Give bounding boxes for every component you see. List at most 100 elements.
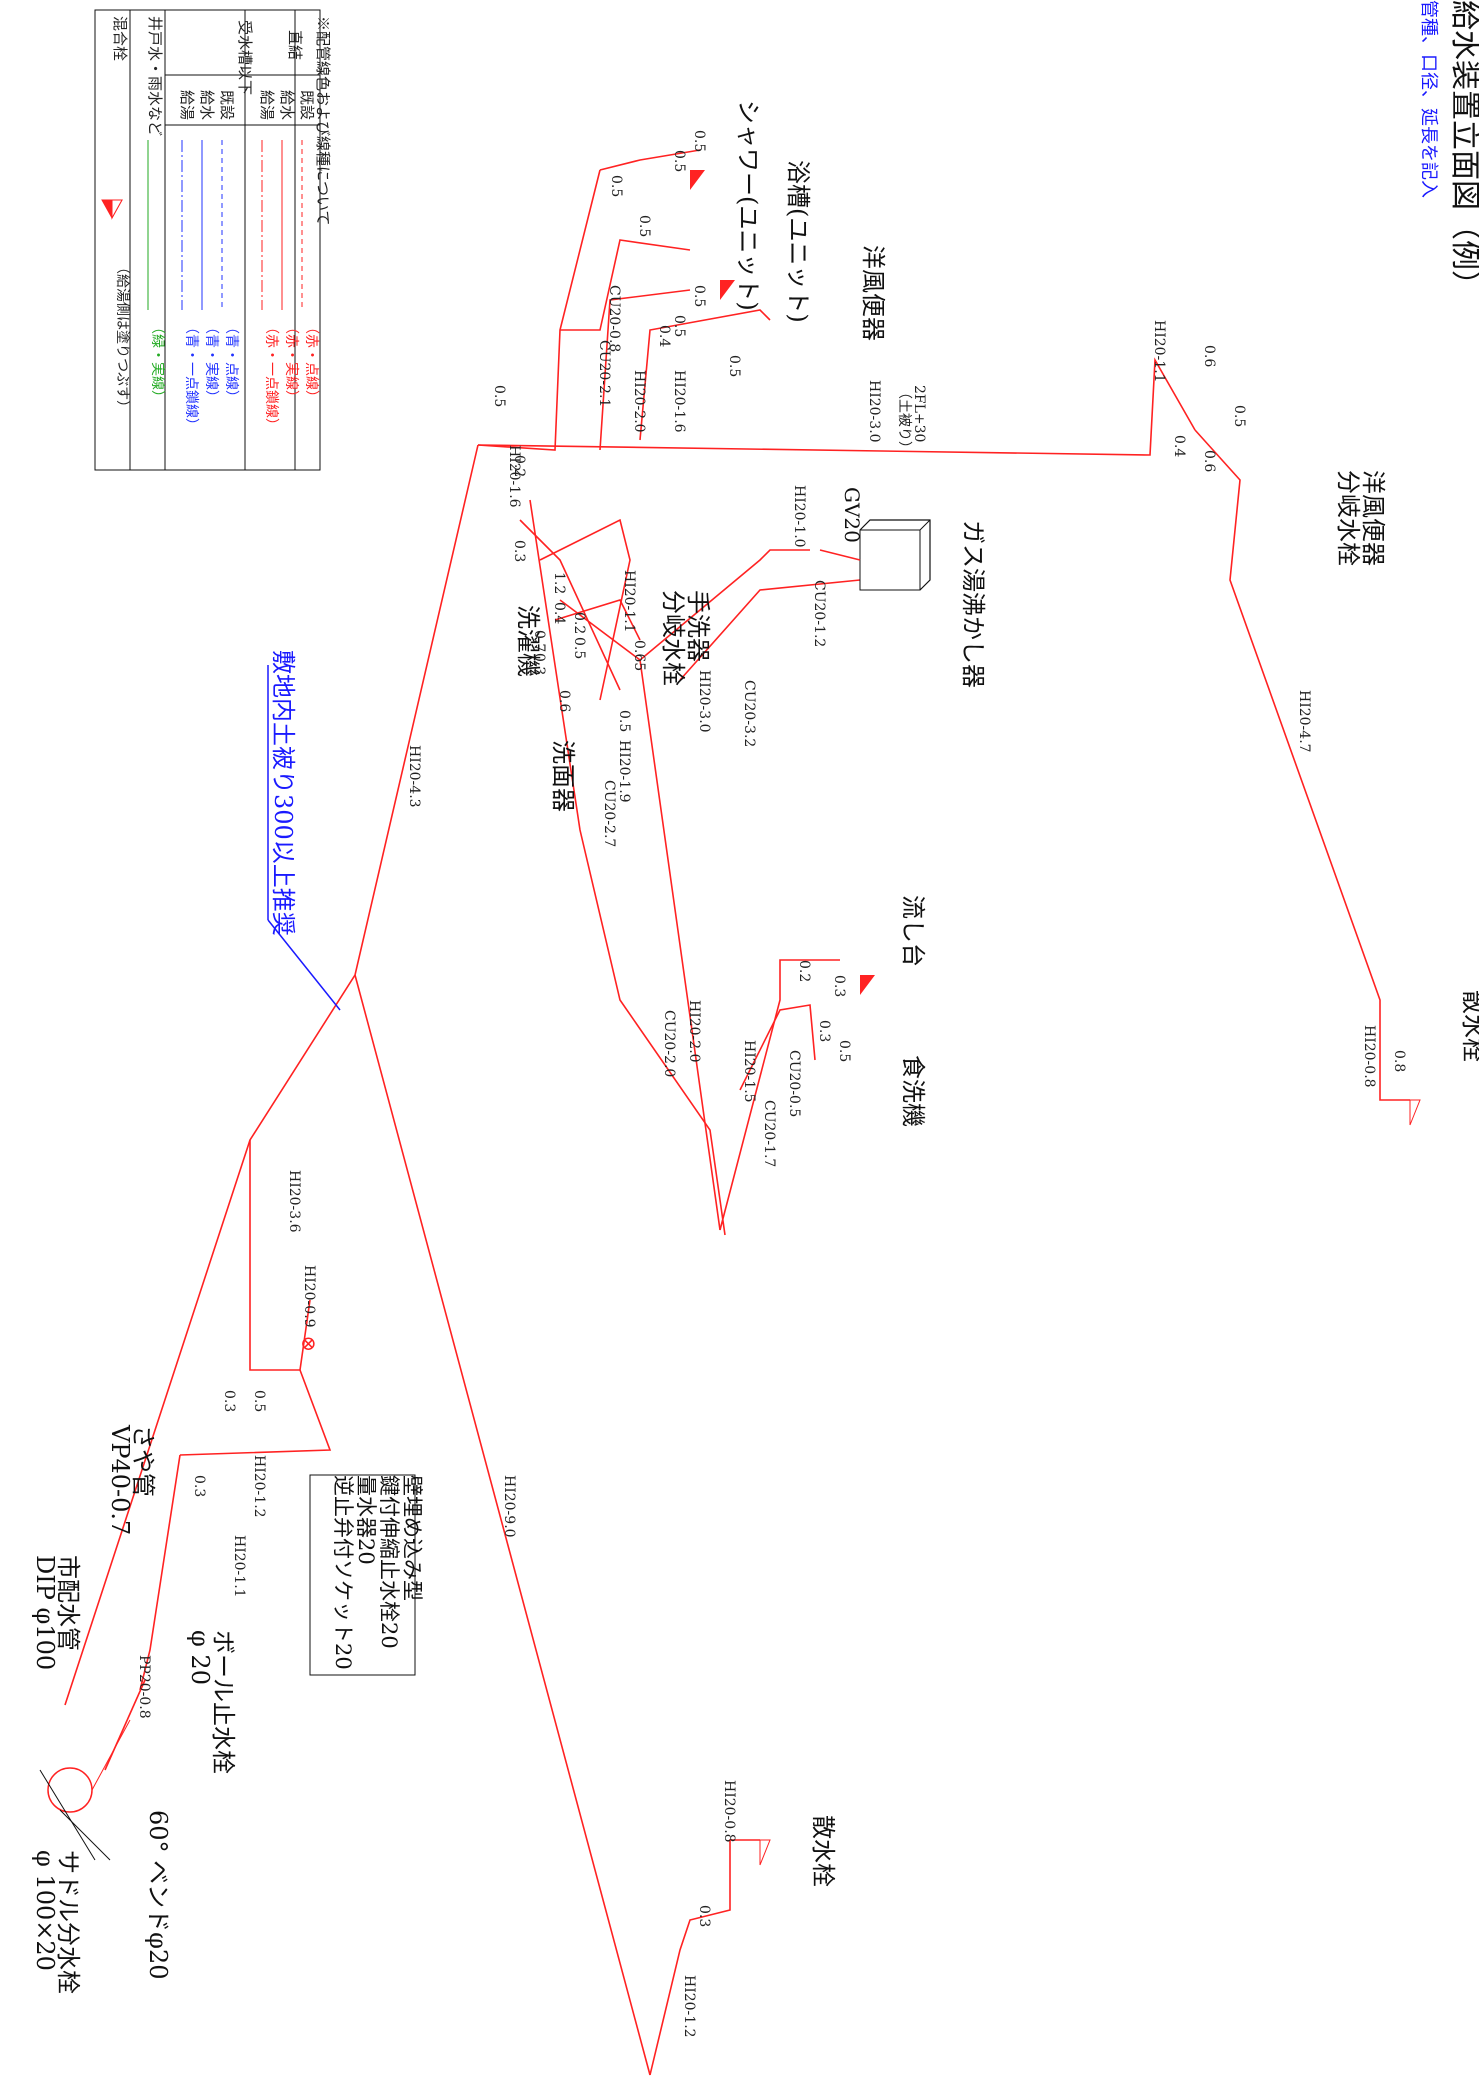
legend-desc-3: （赤・一点鎖線） <box>263 320 279 432</box>
dim-label: 0.3 <box>191 1475 207 1497</box>
page-title: 給水装置立面図（例） <box>1447 0 1479 300</box>
label-sprinkler-top: 散水栓 <box>1459 990 1479 1062</box>
pipe-label: HI20-1.5 <box>741 1040 757 1103</box>
pipe-label: CU20-3.2 <box>741 680 757 747</box>
meter-box-line-3: 量水器20 <box>354 1475 378 1565</box>
pipe-label: HI20-1.2 <box>681 1975 697 2038</box>
pipe-label: HI20-4.3 <box>406 745 422 808</box>
meter-box-line-2: 鍵付伸縮止水栓20 <box>377 1475 401 1649</box>
pipe-label: HI20-2.0 <box>631 370 647 433</box>
dim-label: 0.4 <box>1171 435 1187 457</box>
legend-kind-existing2: 既設 <box>218 90 236 120</box>
dim-label: 0.2 <box>796 960 812 982</box>
label-sleeve-size: VP40-0.7 <box>106 1424 134 1535</box>
page-subtitle: 管種、口径、延長を記入 <box>1418 0 1439 198</box>
dim-label: 1.2 <box>551 572 567 594</box>
pipe-label: HI20-9.0 <box>501 1475 517 1538</box>
dim-label: 0.5 <box>671 315 687 337</box>
pipe-label: CU20-2.1 <box>596 340 612 407</box>
pipe-label: HI20-4.7 <box>1296 690 1312 753</box>
pipe-network <box>64 149 1410 2076</box>
dim-label: 0.5 <box>636 215 652 237</box>
label-toilet: 洋風便器 <box>859 245 887 341</box>
legend-group-tank: 受水槽以下 <box>236 20 254 95</box>
label-basin: 洗面器 <box>549 740 577 812</box>
label-sprinkler-bottom: 散水栓 <box>809 1815 837 1887</box>
label-handwash: 手洗器 <box>684 590 712 662</box>
dim-label: 0.5 <box>836 1040 852 1062</box>
pipe-label: HI20-0.9 <box>301 1265 317 1328</box>
dim-label: 0.3 <box>831 975 847 997</box>
label-washer: 洗濯機 <box>514 605 542 677</box>
label-ball-valve: ボール止水栓 <box>209 1630 237 1774</box>
pipe-label: HI20-3.0 <box>866 380 882 443</box>
pipe-label: HI20-1.0 <box>791 485 807 548</box>
label-burial-note: 敷地内土被り300以上推奨 <box>269 650 297 936</box>
pipe-label: CU20-1.2 <box>811 580 827 647</box>
label-toilet-branch: 洋風便器 <box>1359 470 1387 566</box>
legend-kind-existing: 既設 <box>298 90 316 120</box>
dim-label: 0.6 <box>556 690 572 712</box>
label-ball-valve-size: φ 20 <box>186 1630 214 1685</box>
dim-label: 0.4 <box>656 325 672 347</box>
pipe-label: CU20-0.8 <box>606 285 622 352</box>
dim-label: 0.5 <box>1231 405 1247 427</box>
label-gv20: GV20 <box>840 487 864 543</box>
dim-label: 0.8 <box>1391 1050 1407 1072</box>
dim-label: 0.3 <box>221 1390 237 1412</box>
label-branch-faucet: 分岐水栓 <box>1334 470 1362 566</box>
legend-desc-6: （青・一点鎖線） <box>183 320 199 432</box>
pipe-label: HI20-3.0 <box>696 670 712 733</box>
meter-box: ⊗ <box>300 1331 416 1676</box>
legend-kind-water: 給水 <box>278 90 296 120</box>
burial-note-line <box>267 665 341 1011</box>
pipe-label: HI20-1.1 <box>231 1535 247 1598</box>
pipe-label: HI20-1.1 <box>621 570 637 633</box>
dim-label: 0.3 <box>511 540 527 562</box>
legend-desc-8: （給湯側は塗りつぶす） <box>114 260 131 414</box>
pipe-label: HI20-0.8 <box>721 1780 737 1843</box>
dim-label: 0.5 <box>608 175 624 197</box>
dim-label: 0.5 <box>671 150 687 172</box>
label-gas-heater: ガス湯沸かし器 <box>959 520 987 688</box>
legend-desc-7: （緑・実線） <box>149 320 165 404</box>
legend-desc-1: （赤・点線） <box>303 320 319 404</box>
dim-label: 0.5 <box>251 1390 267 1412</box>
dim-label: 0.3 <box>816 1020 832 1042</box>
dim-label: 0.2 <box>511 455 527 477</box>
pipe-label: HI20-1.6 <box>671 370 687 433</box>
pipe-label: HI20-0.8 <box>1361 1025 1377 1088</box>
dim-label: 0.5 <box>726 355 742 377</box>
dim-label: 0.4 <box>551 602 567 624</box>
meter-box-line-4: 逆止弁付ソケット20 <box>331 1475 355 1670</box>
legend-kind-hot2: 給湯 <box>178 90 196 120</box>
pipe-label: CU20-0.5 <box>786 1050 802 1117</box>
dim-label: 0.7 <box>531 630 547 652</box>
pipe-label: CU20-2.0 <box>661 1010 677 1077</box>
label-saddle: サドル分水栓 <box>54 1850 82 1994</box>
note-cover: （土被り） <box>896 385 912 455</box>
legend-desc-2: （赤・実線） <box>283 320 299 404</box>
water-main <box>39 1719 131 1861</box>
legend-group-direct: 直結 <box>286 30 304 60</box>
pipe-label: HI20-1.6 <box>506 445 522 508</box>
legend-heading: ※配管線色および線種について <box>314 16 332 226</box>
pipe-label: CU20-1.7 <box>761 1100 777 1167</box>
legend-kind-water2: 給水 <box>198 90 216 120</box>
dim-label: 0.3 <box>696 1905 712 1927</box>
label-dishwasher: 食洗機 <box>899 1055 927 1127</box>
meter-box-line-1: 壁埋め込み型 <box>400 1475 424 1601</box>
dim-label: 0.5 <box>571 637 587 659</box>
dim-label: 0.6 <box>1201 450 1217 472</box>
label-sink: 流し台 <box>899 895 927 967</box>
pipe-label: CU20-2.7 <box>601 780 617 847</box>
legend-group-well: 井戸水・雨水など <box>146 16 164 136</box>
label-water-main: 市配水管 <box>54 1555 82 1651</box>
pipe-label: HI20-1.2 <box>251 1455 267 1518</box>
label-sleeve: さや管 <box>129 1425 157 1497</box>
faucet-marks <box>690 170 1421 1866</box>
meter-symbol: ⊗ <box>300 1331 317 1355</box>
legend-desc-5: （青・実線） <box>203 320 219 404</box>
